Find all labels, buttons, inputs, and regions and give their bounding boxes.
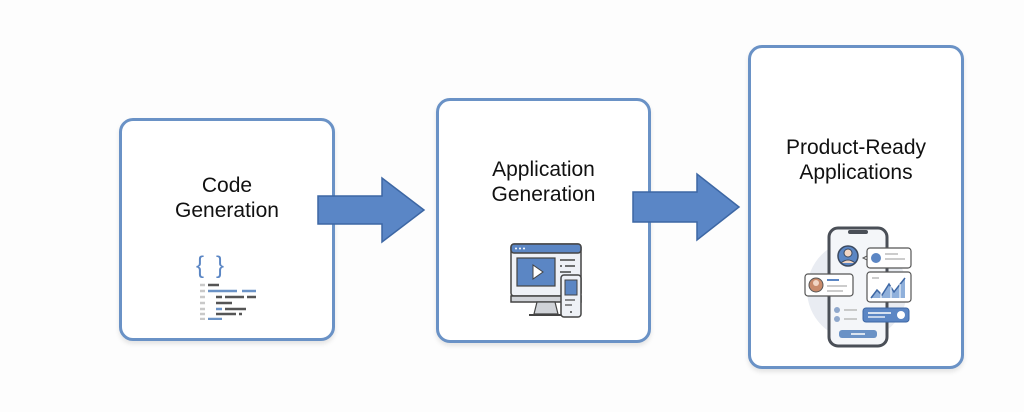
step-product-ready-applications: Product-Ready Applications [748, 45, 964, 369]
code-icon: { } [196, 252, 256, 320]
step-code-generation: Code Generation { } [119, 118, 335, 341]
step-title-line1: Application [492, 158, 595, 181]
arrow-right-icon [632, 172, 741, 242]
step-application-generation: Application Generation [436, 98, 651, 343]
svg-text:{: { [196, 252, 204, 279]
step-title: Product-Ready Applications [751, 135, 961, 185]
step-title: Application Generation [439, 157, 648, 207]
arrow-right-icon [317, 176, 426, 244]
monitor-mobile-icon [510, 243, 582, 318]
step-title-line2: Generation [175, 199, 279, 222]
mobile-app-icon [804, 226, 912, 348]
svg-text:}: } [216, 252, 224, 279]
step-title-line1: Product-Ready [785, 136, 927, 159]
step-title-line2: Generation [491, 183, 596, 206]
step-title: Code Generation [122, 173, 332, 223]
step-title-line1: Code [201, 174, 253, 197]
step-title-line2: Applications [799, 161, 913, 184]
